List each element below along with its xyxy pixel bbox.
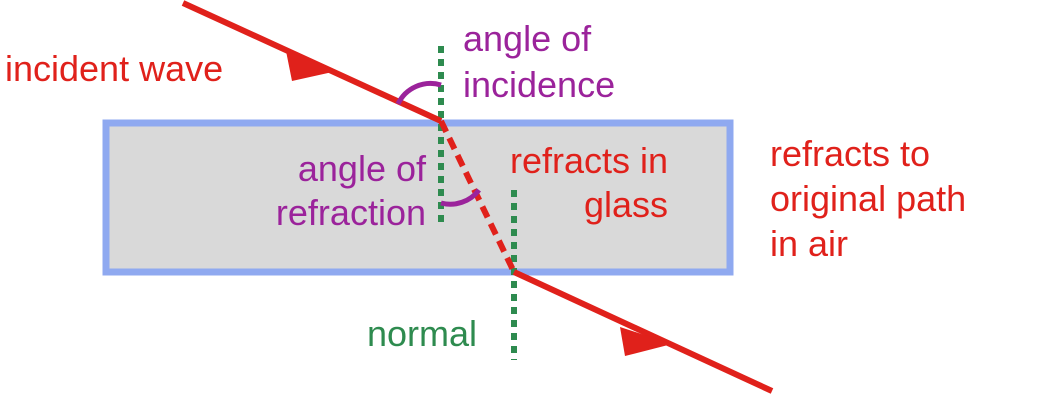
glass-block: [102, 119, 734, 276]
refracts-in-glass-label: refracts in glass: [509, 140, 668, 225]
angle-of-refraction-label: angle of refraction: [275, 148, 426, 233]
angle-of-refraction-arc: [440, 188, 481, 207]
emergent-arrowhead: [620, 327, 672, 356]
angle-of-incidence-label: angle of incidence: [463, 18, 616, 105]
refracted-ray-in-glass: [438, 119, 517, 274]
angle-of-incidence-arc: [395, 80, 442, 106]
normal-label: normal: [367, 313, 478, 354]
emergent-ray: [512, 269, 774, 394]
incident-wave-label: incident wave: [5, 48, 224, 89]
incident-arrowhead: [286, 51, 337, 81]
refracts-to-original-path-label: refracts to original path in air: [770, 133, 967, 264]
